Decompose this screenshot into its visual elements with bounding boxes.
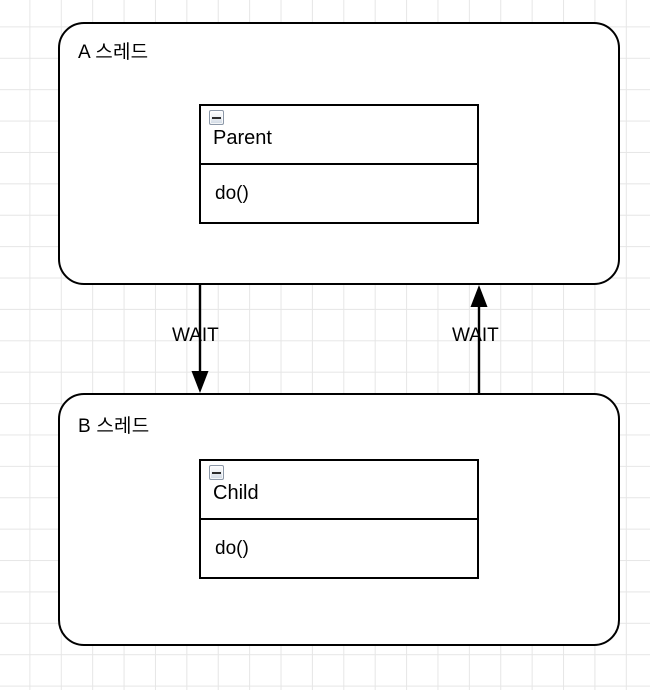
- lane-a-label: A 스레드: [78, 42, 149, 63]
- arrow-up-icon: [470, 285, 488, 395]
- minus-icon[interactable]: [209, 110, 224, 125]
- connector-b-to-a-label: WAIT: [452, 325, 499, 346]
- connector-a-to-b-label: WAIT: [172, 325, 219, 346]
- uml-class-child[interactable]: Child do(): [199, 459, 479, 579]
- minus-icon[interactable]: [209, 465, 224, 480]
- uml-operation-parent-do: do(): [215, 183, 249, 204]
- lane-b-label: B 스레드: [78, 416, 150, 437]
- uml-operation-child-do: do(): [215, 538, 249, 559]
- uml-class-child-name: Child: [213, 482, 259, 504]
- uml-class-child-operations-compartment: do(): [201, 520, 477, 579]
- uml-class-parent-operations-compartment: do(): [201, 165, 477, 224]
- uml-class-parent[interactable]: Parent do(): [199, 104, 479, 224]
- uml-class-parent-name: Parent: [213, 127, 272, 149]
- arrow-down-icon: [191, 283, 209, 393]
- connector-a-to-b[interactable]: [180, 283, 224, 395]
- uml-class-child-name-compartment: Child: [201, 461, 477, 520]
- uml-class-parent-name-compartment: Parent: [201, 106, 477, 165]
- connector-b-to-a[interactable]: [459, 283, 503, 395]
